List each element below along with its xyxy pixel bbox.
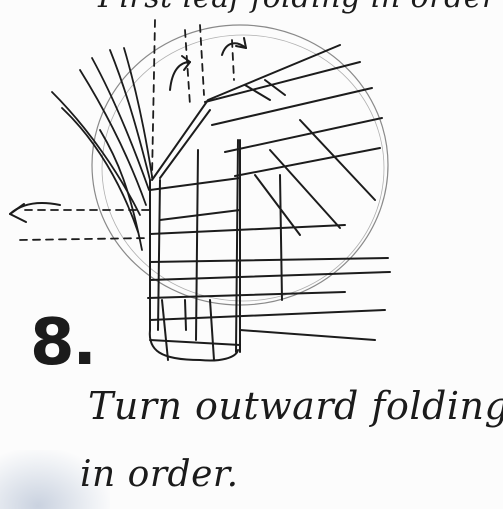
leaf-strands xyxy=(52,48,152,250)
step-number: 8. xyxy=(30,306,95,380)
dashed-guides xyxy=(20,20,234,240)
top-caption: First leaf folding in order xyxy=(98,0,497,15)
top-arrows xyxy=(170,38,246,90)
left-arrow xyxy=(10,203,60,222)
instruction-line-1: Turn outward folding xyxy=(88,384,503,428)
instruction-line-2: in order. xyxy=(80,454,239,495)
woven-body xyxy=(148,45,390,361)
